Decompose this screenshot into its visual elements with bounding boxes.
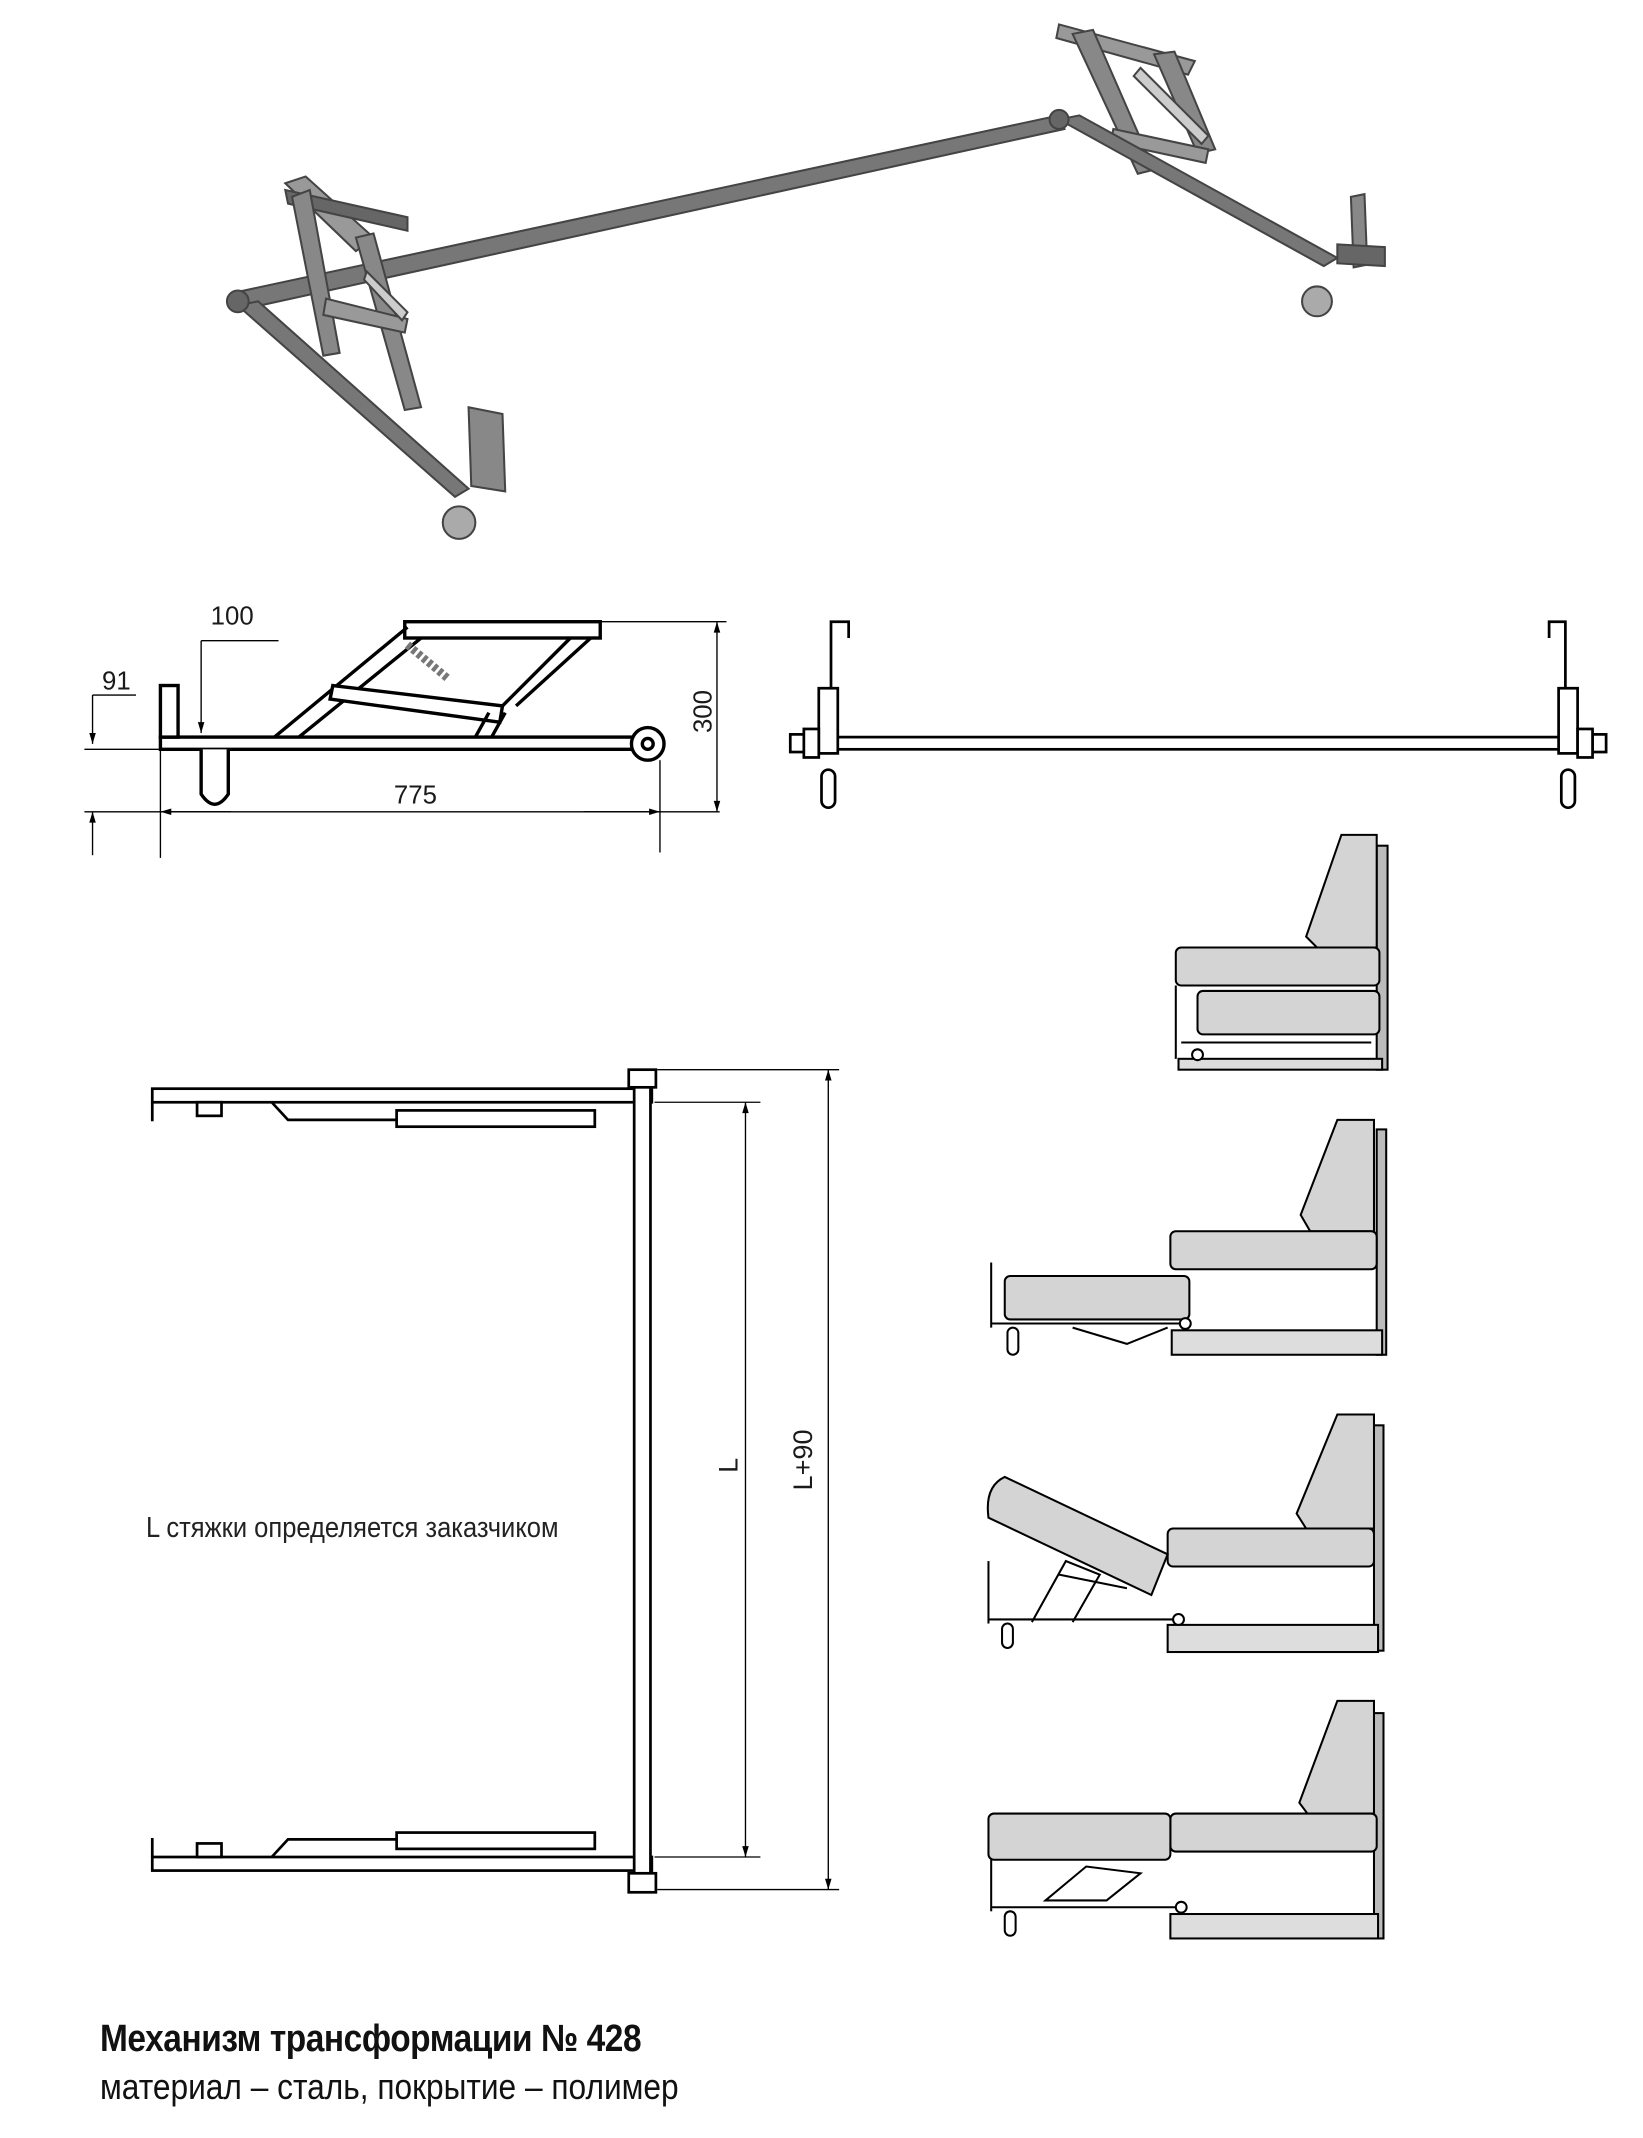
side-view-dimensions: [84, 621, 727, 858]
sofa-stage-2-pulled-out: [990, 1118, 1388, 1356]
tie-length-note: L стяжки определяется заказчиком: [146, 1512, 559, 1544]
mechanism-side-view: [158, 620, 666, 806]
plan-view-dimensions: [654, 1069, 840, 1891]
dim-775: 775: [394, 782, 437, 810]
mechanism-perspective-view: [225, 23, 1386, 540]
dim-100: 100: [211, 602, 254, 630]
sofa-stage-1-folded: [1174, 833, 1389, 1071]
sofa-stage-4-unfolded: [987, 1699, 1385, 1940]
sofa-stage-3-lifting: [986, 1413, 1385, 1654]
page-title: Механизм трансформации № 428: [100, 2018, 642, 2060]
mechanism-front-view: [788, 620, 1608, 810]
material-subtitle: материал – сталь, покрытие – полимер: [100, 2066, 679, 2107]
dim-L-plus-90: L+90: [787, 1429, 818, 1490]
dim-300: 300: [690, 690, 718, 733]
mechanism-plan-view: [150, 1068, 658, 1894]
dim-L: L: [712, 1458, 743, 1473]
dim-91: 91: [102, 668, 131, 696]
